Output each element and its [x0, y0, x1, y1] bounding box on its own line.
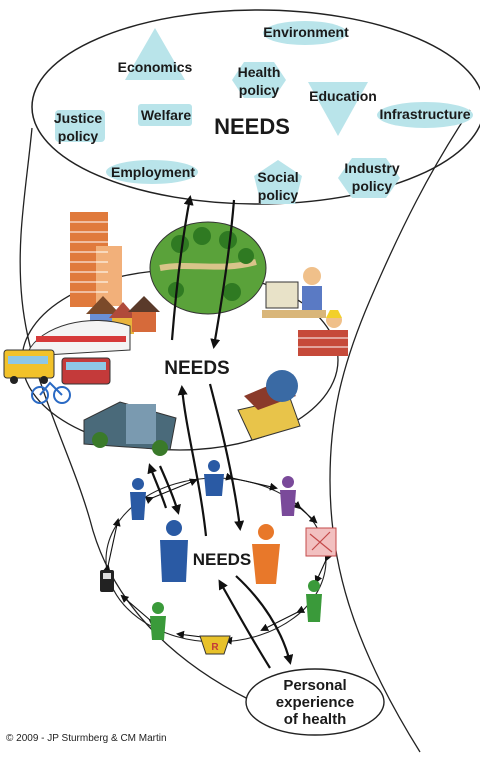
- pharmacy-mortar-icon: R: [199, 635, 231, 655]
- office-worker-icon: [262, 267, 326, 318]
- environment-label: Environment: [263, 24, 349, 40]
- health-policy-hexagon: [232, 62, 286, 98]
- environment-shape: [263, 21, 347, 45]
- arrow-middle-to-ring: [158, 465, 181, 515]
- hospital-building-icon: [83, 401, 177, 456]
- park-icon: [149, 221, 267, 315]
- bicycle-icon: [31, 381, 71, 404]
- education-books-icon: [237, 370, 301, 441]
- office-tower-icon: [70, 212, 122, 307]
- needs-middle-label: NEEDS: [164, 358, 229, 379]
- social-policy-pentagon: [254, 160, 302, 204]
- industry-policy-label-2: policy: [352, 178, 393, 194]
- economics-triangle: [125, 28, 185, 80]
- policy-shapes: [55, 21, 473, 204]
- arrow-personal-to-needs: [218, 579, 271, 669]
- phone-device-icon: [100, 570, 114, 592]
- health-policy-label-2: policy: [239, 82, 280, 98]
- social-policy-label-1: Social: [257, 169, 298, 185]
- arrow-top-to-middle: [210, 199, 236, 349]
- welfare-shape: [138, 104, 192, 126]
- welfare-label: Welfare: [141, 107, 192, 123]
- social-policy-label-2: policy: [258, 187, 299, 203]
- justice-policy-label-2: policy: [58, 128, 99, 144]
- doctor-icon: [160, 520, 188, 582]
- infrastructure-label: Infrastructure: [379, 106, 470, 122]
- arrow-bottom-to-middle-1: [177, 385, 208, 537]
- employment-label: Employment: [111, 164, 195, 180]
- health-policy-label-1: Health: [238, 64, 281, 80]
- needs-bottom-label: NEEDS: [193, 550, 252, 569]
- ring-link-arrows: [102, 472, 333, 645]
- needs-top-label: NEEDS: [214, 114, 290, 139]
- orange-person-icon: [252, 524, 280, 584]
- justice-policy-label-1: Justice: [54, 110, 102, 126]
- lungs-person-icon: [204, 460, 224, 496]
- infrastructure-shape: [377, 102, 473, 128]
- arrow-ring-to-middle: [147, 463, 168, 509]
- copyright-text: © 2009 - JP Sturmberg & CM Martin: [6, 733, 167, 744]
- personal-label-2: experience: [276, 694, 354, 711]
- bus-icon: [3, 349, 55, 384]
- arrow-middle-to-bottom: [208, 383, 245, 531]
- education-triangle: [308, 82, 368, 136]
- top-oval: [31, 9, 480, 205]
- arrow-needs-to-personal: [235, 575, 294, 665]
- train-icon: [27, 320, 131, 357]
- education-label: Education: [309, 88, 377, 104]
- green-worker-icon: [150, 602, 166, 640]
- justice-policy-shape: [55, 110, 105, 142]
- economics-label: Economics: [118, 59, 193, 75]
- purple-person-icon: [280, 476, 296, 516]
- industry-policy-label-1: Industry: [344, 160, 399, 176]
- tram-icon: [61, 357, 111, 385]
- personal-label-3: of health: [284, 711, 347, 728]
- employment-shape: [106, 160, 198, 184]
- genetics-tile-icon: [305, 527, 337, 557]
- construction-worker-icon: [298, 310, 348, 356]
- personal-experience-oval: [245, 668, 385, 736]
- green-person-icon: [306, 580, 322, 622]
- flow-arrows: [147, 195, 294, 669]
- personal-label-1: Personal: [283, 677, 346, 694]
- arrow-middle-to-top: [170, 195, 194, 341]
- svg-text:R: R: [211, 642, 219, 653]
- industry-policy-hexagon: [338, 158, 400, 198]
- nurse-icon: [130, 478, 146, 520]
- funnel-outline-right: [329, 109, 471, 753]
